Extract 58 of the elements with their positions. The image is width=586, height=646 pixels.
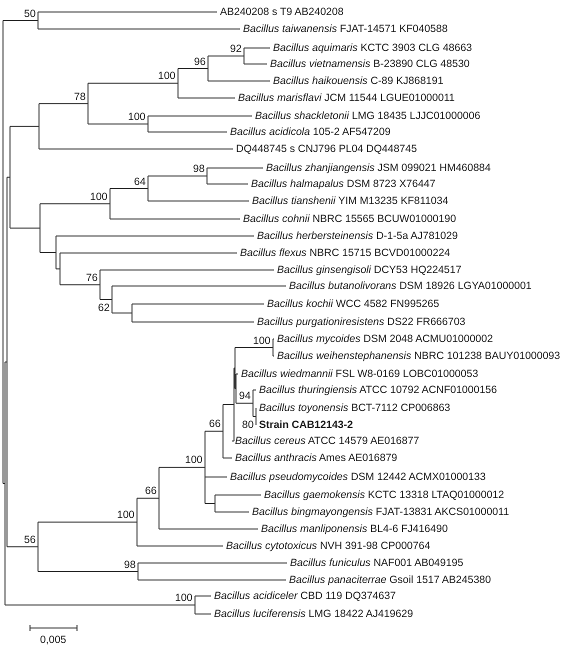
taxon-label: Bacillus halmapalus DSM 8723 X76447	[251, 178, 436, 190]
taxon-label: DQ448745 s CNJ796 PL04 DQ448745	[236, 143, 417, 155]
taxon-label: Bacillus tianshenii YIM M13235 KF811034	[252, 195, 448, 207]
bootstrap-value: 100	[175, 592, 193, 604]
taxon-label: Bacillus acidicola 105-2 AF547209	[230, 126, 391, 138]
taxon-label: Bacillus gaemokensis KCTC 13318 LTAQ01000012	[264, 489, 504, 501]
bootstrap-value: 80	[242, 418, 254, 430]
taxon-label: Bacillus haikouensis C-89 KJ868191	[273, 75, 444, 87]
taxon-label: Bacillus weihenstephanensis NBRC 101238 BAUY01000093	[277, 350, 560, 362]
taxon-label: Bacillus shackletonii LMG 18435 LJJC01000006	[255, 110, 480, 122]
taxon-label: Bacillus herbersteinensis D-1-5a AJ781029	[257, 230, 458, 242]
bootstrap-value: 92	[230, 43, 242, 55]
taxon-label: Bacillus kochii WCC 4582 FN995265	[267, 298, 440, 310]
taxon-label: Strain CAB12143-2	[259, 419, 353, 431]
bootstrap-value: 76	[86, 272, 98, 284]
taxon-label: Bacillus butanolivorans DSM 18926 LGYA01000001	[289, 280, 532, 292]
taxon-label: Bacillus luciferensis LMG 18422 AJ419629	[214, 608, 414, 620]
bootstrap-value: 100	[90, 190, 108, 203]
taxon-label: Bacillus wiedmannii FSL W8-0169 LOBC01000053	[241, 368, 478, 380]
taxon-label: Bacillus acidiceler CBD 119 DQ374637	[214, 590, 396, 602]
taxon-label: Bacillus purgationiresistens DS22 FR666703	[257, 316, 466, 328]
taxon-label: Bacillus anthracis Ames AE016879	[235, 452, 398, 464]
taxon-label: Bacillus pseudomycoides DSM 12442 ACMX01000133	[230, 471, 486, 483]
bootstrap-value: 100	[128, 111, 146, 123]
scale-label: 0,005	[40, 634, 66, 646]
bootstrap-value: 98	[193, 163, 205, 175]
taxon-label: Bacillus cohnii NBRC 15565 BCUW01000190	[243, 213, 456, 225]
taxon-label: Bacillus mycoides DSM 2048 ACMU01000002	[277, 333, 493, 345]
bootstrap-value: 100	[158, 70, 176, 82]
taxon-label: Bacillus zhanjiangensis JSM 099021 HM460884	[266, 162, 491, 174]
taxon-label: Bacillus toyonensis BCT-7112 CP006863	[259, 402, 450, 414]
taxon-label: Bacillus cereus ATCC 14579 AE016877	[235, 435, 420, 447]
bootstrap-value: 100	[253, 334, 271, 346]
taxon-label: Bacillus flexus NBRC 15715 BCVD01000224	[240, 247, 450, 259]
taxon-label: Bacillus vietnamensis B-23890 CLG 48530	[270, 58, 470, 70]
bootstrap-value: 66	[145, 485, 157, 498]
bootstrap-value: 50	[24, 8, 36, 20]
taxon-label: Bacillus aquimaris KCTC 3903 CLG 48663	[273, 42, 472, 54]
taxon-label: Bacillus funiculus NAF001 AB049195	[290, 557, 464, 569]
bootstrap-value: 98	[124, 558, 136, 570]
taxon-label: Bacillus cytotoxicus NVH 391-98 CP000764	[226, 540, 430, 552]
taxon-label: Bacillus panaciterrae Gsoil 1517 AB245380	[289, 574, 491, 586]
bootstrap-value: 62	[98, 302, 110, 314]
bootstrap-value: 56	[24, 534, 36, 546]
bootstrap-value: 94	[239, 390, 251, 402]
taxon-label: Bacillus ginsengisoli DCY53 HQ224517	[277, 264, 462, 276]
taxon-label: Bacillus taiwanensis FJAT-14571 KF040588	[243, 23, 448, 35]
bootstrap-value: 100	[117, 509, 135, 522]
taxon-label: Bacillus thuringiensis ATCC 10792 ACNF01000156	[259, 384, 497, 396]
taxon-label: Bacillus manliponensis BL4-6 FJ416490	[261, 523, 448, 535]
bootstrap-value: 96	[194, 56, 206, 68]
bootstrap-value: 100	[185, 454, 203, 466]
bootstrap-value: 78	[74, 90, 86, 103]
taxon-label: AB240208 s T9 AB240208	[220, 6, 344, 18]
taxon-label: Bacillus bingmayongensis FJAT-13831 AKCS01000011	[252, 506, 510, 518]
bootstrap-value: 64	[134, 176, 146, 188]
taxon-label: Bacillus marisflavi JCM 11544 LGUE01000011	[238, 92, 455, 104]
bootstrap-value: 66	[209, 418, 221, 430]
